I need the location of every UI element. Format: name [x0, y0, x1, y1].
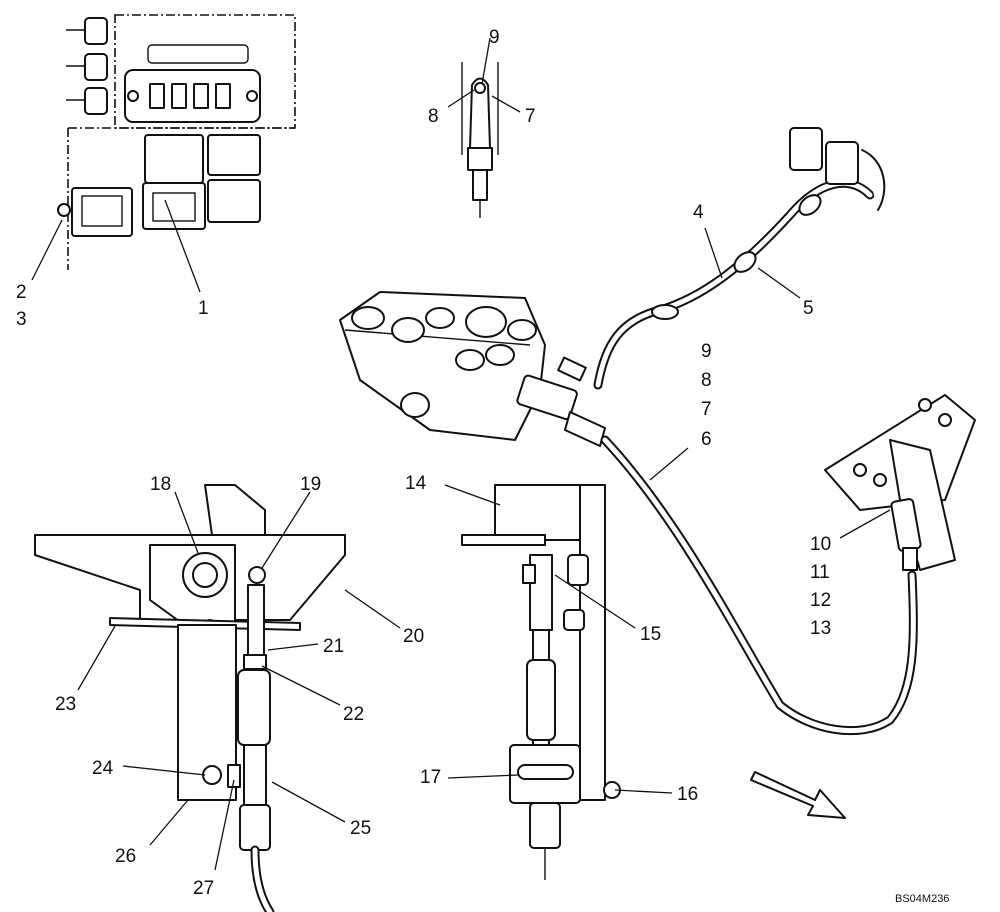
- single-relay: [57, 187, 133, 237]
- callout-21: 21: [323, 636, 344, 657]
- callout-8-top: 8: [428, 106, 439, 127]
- callout-25: 25: [350, 818, 371, 839]
- control-cable: [600, 435, 918, 736]
- pedal-assembly: [824, 394, 976, 571]
- callout-3: 3: [16, 309, 27, 330]
- callout-1: 1: [198, 298, 209, 319]
- callout-20: 20: [403, 626, 424, 647]
- callout-8: 8: [701, 370, 712, 391]
- callout-10: 10: [810, 534, 831, 555]
- callout-26: 26: [115, 846, 136, 867]
- callout-6: 6: [701, 429, 712, 450]
- callout-19: 19: [300, 474, 321, 495]
- electrical-harness: [557, 127, 886, 390]
- leader-lines: [31, 37, 891, 871]
- cable-end-detail: [461, 62, 499, 218]
- callout-15: 15: [640, 624, 661, 645]
- callout-12: 12: [810, 590, 831, 611]
- callout-24: 24: [92, 758, 114, 779]
- callout-11: 11: [810, 562, 830, 583]
- callout-2: 2: [16, 282, 27, 303]
- callout-14: 14: [405, 473, 427, 494]
- callout-27: 27: [193, 878, 214, 899]
- callout-labels: 1 2 3 4 5 6 7 8 9 9 8 7 10 11 12 13 14 1…: [16, 27, 831, 899]
- direction-arrow-icon: [750, 771, 846, 819]
- callout-23: 23: [55, 694, 76, 715]
- relay-panel-assembly: [57, 14, 296, 270]
- bracket-assembly-right: [461, 484, 621, 880]
- callout-9-top: 9: [489, 27, 500, 48]
- callout-5: 5: [803, 298, 814, 319]
- callout-7: 7: [701, 399, 712, 420]
- callout-18: 18: [150, 474, 171, 495]
- callout-22: 22: [343, 704, 364, 725]
- bracket-assembly-left: [34, 484, 346, 912]
- fuse-row: [149, 83, 231, 109]
- callout-17: 17: [420, 767, 441, 788]
- callout-16: 16: [677, 784, 698, 805]
- drawing-code: BS04M236: [895, 893, 949, 905]
- switch-stack: [66, 17, 108, 115]
- relay-bank: [142, 134, 261, 230]
- callout-4: 4: [693, 202, 704, 223]
- control-valve: [339, 291, 606, 447]
- callout-13: 13: [810, 618, 831, 639]
- callout-9: 9: [701, 341, 712, 362]
- callout-7-top: 7: [525, 106, 536, 127]
